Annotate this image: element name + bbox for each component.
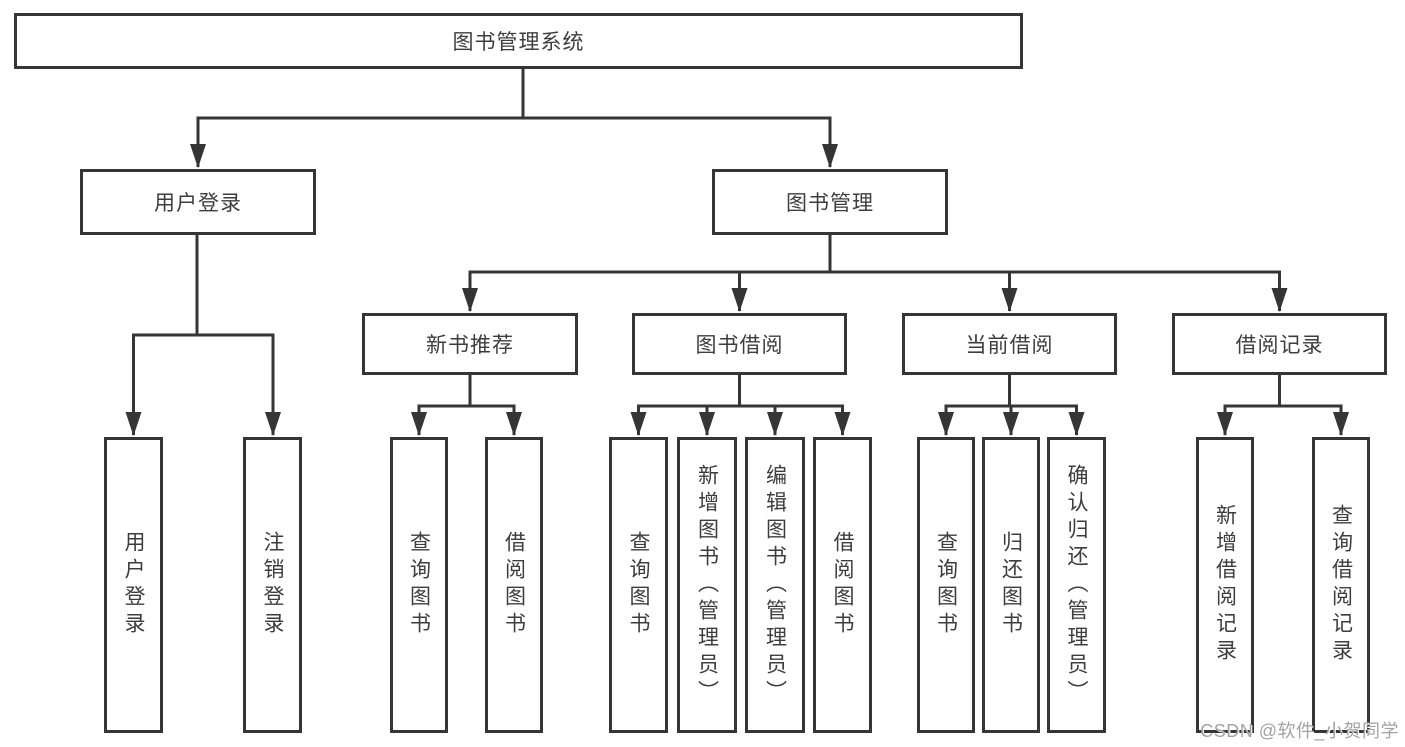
- connector-root-to-level2: [190, 69, 838, 168]
- leaf-edit-book-admin: 编辑图书（管理员）: [745, 437, 805, 733]
- connector-book-borrowing-to-leaves: [630, 375, 851, 436]
- node-user-login: 用户登录: [80, 169, 316, 235]
- connector-current-borrowing-to-leaves: [938, 375, 1085, 436]
- node-current-borrowing: 当前借阅: [902, 313, 1117, 375]
- leaf-query-books-recommend: 查询图书: [390, 437, 448, 733]
- connector-user-login-to-leaves: [125, 235, 281, 436]
- node-borrowing-records: 借阅记录: [1172, 313, 1387, 375]
- node-book-borrowing: 图书借阅: [632, 313, 847, 375]
- leaf-logout-login: 注销登录: [243, 437, 302, 733]
- node-new-book-recommend: 新书推荐: [362, 313, 578, 375]
- leaf-add-book-admin: 新增图书（管理员）: [677, 437, 737, 733]
- leaf-borrow-books-borrowing: 借阅图书: [813, 437, 872, 733]
- leaf-return-book: 归还图书: [982, 437, 1040, 733]
- node-root-book-management-system: 图书管理系统: [14, 13, 1023, 69]
- connector-borrowing-records-to-leaves: [1217, 375, 1349, 436]
- leaf-query-books-borrowing: 查询图书: [609, 437, 668, 733]
- leaf-add-borrow-record: 新增借阅记录: [1196, 437, 1254, 733]
- leaf-borrow-books-recommend: 借阅图书: [485, 437, 543, 733]
- node-book-management: 图书管理: [712, 169, 948, 235]
- csdn-watermark: CSDN @软件_小贺同学: [1200, 721, 1399, 741]
- leaf-confirm-return-admin: 确认归还（管理员）: [1047, 437, 1106, 733]
- leaf-query-books-current: 查询图书: [917, 437, 975, 733]
- connector-new-book-recommend-to-leaves: [411, 375, 522, 436]
- leaf-query-borrow-record: 查询借阅记录: [1312, 437, 1370, 733]
- leaf-user-login: 用户登录: [104, 437, 163, 733]
- connector-book-management-to-level3: [462, 235, 1288, 312]
